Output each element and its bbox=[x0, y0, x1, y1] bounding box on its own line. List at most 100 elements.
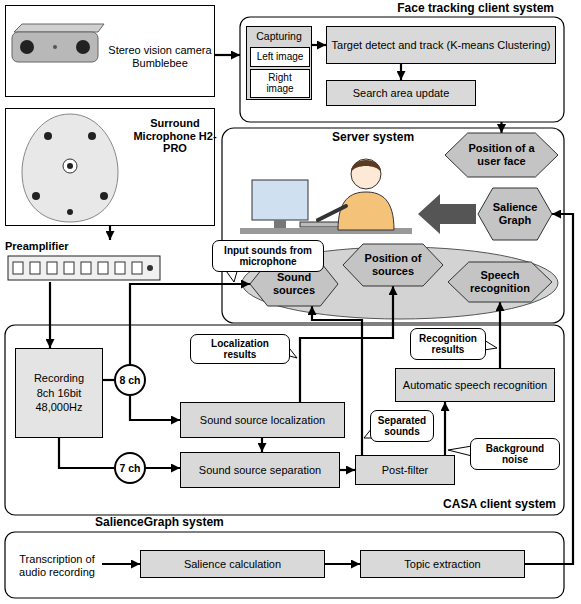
monitor-stand bbox=[274, 220, 286, 228]
node-label: Right image bbox=[255, 72, 305, 95]
callout-bubble: Localization results bbox=[190, 334, 290, 364]
channel-circle: 7 ch bbox=[114, 452, 146, 484]
server-panel: Server systemPosition of a user faceSali… bbox=[222, 128, 564, 323]
panel-title: Server system bbox=[332, 131, 414, 145]
node-label: 8 ch bbox=[119, 374, 140, 386]
hexagon-outline bbox=[343, 244, 443, 286]
callout-text: Recognition results bbox=[414, 333, 482, 356]
block-arrow bbox=[418, 194, 476, 234]
preamp-knob bbox=[47, 262, 57, 274]
node-label: Salience Graph bbox=[491, 201, 540, 226]
node-label: Target detect and track (K-means Cluster… bbox=[332, 39, 551, 52]
preamp-knob bbox=[30, 262, 40, 274]
text-holder: CASA client system bbox=[443, 498, 556, 512]
salience-panel: SalienceGraph systemTranscription of aud… bbox=[5, 516, 564, 600]
connector-arrow bbox=[261, 438, 263, 452]
preamp-knob bbox=[64, 262, 74, 274]
callout-bubble: Recognition results bbox=[410, 328, 486, 360]
connector-arrow bbox=[109, 226, 111, 240]
hexagon-outline bbox=[448, 262, 552, 302]
camera-body bbox=[12, 32, 98, 62]
microphone-capsule bbox=[88, 132, 96, 140]
casa-panel: CASA client system Recording 8ch 16bit 48… bbox=[5, 325, 564, 515]
process-box: Automatic speech recognition bbox=[395, 368, 555, 402]
connector-arrow bbox=[499, 302, 501, 368]
data-hexagon: Position of sources bbox=[343, 244, 443, 286]
monitor bbox=[252, 180, 308, 220]
client-panel: Face tracking client systemCapturingLeft… bbox=[240, 2, 564, 122]
process-box: Sound source separation bbox=[180, 452, 340, 488]
text-holder: Face tracking client system bbox=[397, 2, 554, 16]
connector-arrow bbox=[59, 438, 114, 468]
connector-arrow bbox=[146, 467, 180, 469]
node-label: Capturing bbox=[247, 30, 311, 42]
microphone-frame: Surround Microphone H2-PRO bbox=[5, 108, 215, 226]
text-holder: Server system bbox=[332, 131, 414, 145]
callout-text: Input sounds from microphone bbox=[216, 245, 320, 268]
text-holder: SalienceGraph system bbox=[95, 516, 224, 530]
node-label: Surround Microphone H2-PRO bbox=[132, 117, 218, 155]
camera-frame: Stereo vision camera Bumblebee bbox=[5, 5, 215, 97]
connector-arrow bbox=[102, 563, 140, 565]
node-label: 7 ch bbox=[119, 462, 140, 474]
connector-arrow bbox=[103, 379, 114, 381]
hexagon-outline bbox=[478, 188, 552, 240]
preamp-body bbox=[8, 256, 160, 280]
preamp-knob bbox=[115, 262, 125, 274]
person-arm bbox=[318, 206, 346, 220]
preamp-label: Preamplifier bbox=[5, 240, 165, 282]
process-box: Target detect and track (K-means Cluster… bbox=[326, 26, 556, 64]
connector-group bbox=[50, 45, 573, 564]
node-label: Speech recognition bbox=[464, 269, 535, 294]
microphone-capsule bbox=[67, 163, 73, 169]
microphone-capsule bbox=[32, 192, 40, 200]
panel-outline bbox=[5, 532, 564, 598]
microphone-capsule bbox=[67, 209, 73, 215]
node-label: Sound sources bbox=[264, 271, 323, 296]
camera-dot bbox=[53, 45, 57, 49]
panel-outline bbox=[5, 325, 564, 515]
node-label: Recording 8ch 16bit 48,000Hz bbox=[30, 371, 88, 416]
person-head bbox=[351, 159, 381, 189]
node-label: Position of sources bbox=[359, 252, 427, 277]
node-label: Position of a user face bbox=[463, 142, 541, 167]
connector-arrow bbox=[325, 563, 360, 565]
callout-bubble: Background noise bbox=[470, 438, 560, 470]
text-holder: Stereo vision camera Bumblebee bbox=[106, 44, 214, 69]
data-hexagon: Position of a user face bbox=[445, 133, 558, 177]
microphone-body bbox=[22, 114, 118, 222]
group-box: CapturingLeft imageRight image bbox=[246, 26, 312, 100]
connector-arrow bbox=[500, 122, 502, 133]
person-hair bbox=[351, 160, 381, 172]
panel-title: Face tracking client system bbox=[397, 2, 554, 16]
process-box: Post-filter bbox=[355, 455, 455, 485]
node-label: Automatic speech recognition bbox=[403, 379, 547, 392]
node-label: Preamplifier bbox=[5, 240, 69, 253]
microphone-capsule bbox=[63, 159, 77, 173]
process-box: Sound source localization bbox=[180, 402, 345, 438]
source-text: Transcription of audio recording bbox=[12, 540, 102, 592]
data-hexagon: Speech recognition bbox=[448, 262, 552, 302]
node-label: Left image bbox=[257, 51, 304, 63]
image-box: Right image bbox=[250, 69, 310, 98]
connector-arrow bbox=[400, 64, 402, 80]
camera-lens bbox=[76, 40, 90, 54]
microphone-capsule bbox=[100, 192, 108, 200]
callout-text: Separated sounds bbox=[374, 415, 430, 438]
preamp-knob bbox=[98, 262, 108, 274]
process-box: Search area update bbox=[326, 80, 476, 106]
recording-box: Recording 8ch 16bit 48,000Hz bbox=[15, 348, 103, 438]
node-label: Salience calculation bbox=[184, 558, 281, 571]
panel-outline bbox=[240, 17, 564, 122]
process-box: Topic extraction bbox=[360, 550, 525, 578]
connector-arrow bbox=[444, 402, 446, 455]
camera-top bbox=[14, 24, 104, 32]
preamp-knob bbox=[132, 262, 142, 274]
data-hexagon: Salience Graph bbox=[478, 188, 552, 240]
connector-arrow bbox=[215, 54, 240, 56]
node-label: Sound source separation bbox=[199, 464, 321, 477]
text-holder: Surround Microphone H2-PRO bbox=[132, 117, 218, 155]
node-label: Search area update bbox=[353, 87, 450, 100]
node-label: Transcription of audio recording bbox=[19, 553, 95, 578]
